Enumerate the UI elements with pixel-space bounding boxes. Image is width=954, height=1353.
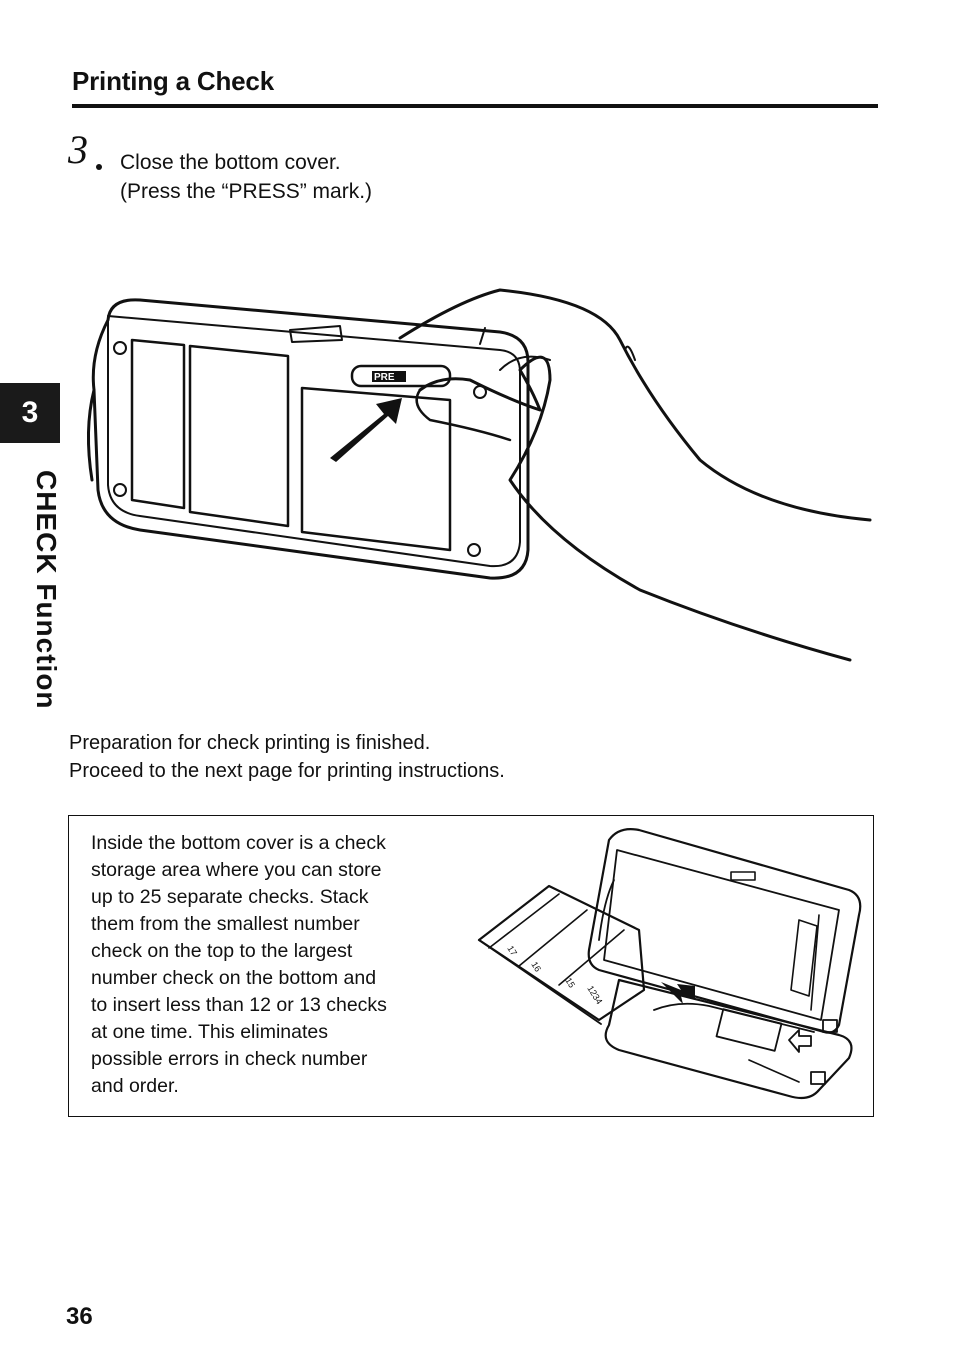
chapter-tab: 3 (0, 383, 60, 443)
note-line: up to 25 separate checks. Stack (91, 886, 369, 908)
chapter-number: 3 (21, 396, 39, 429)
section-title: Printing a Check (72, 66, 274, 96)
note-line: and order. (91, 1075, 179, 1097)
arrow-icon (330, 398, 402, 462)
storage-note-text: Inside the bottom cover is a check stora… (91, 830, 451, 1100)
step-instruction-line: (Press the “PRESS” mark.) (120, 180, 373, 203)
bottom-cover (300, 386, 452, 552)
body-text-line: Preparation for check printing is finish… (69, 732, 431, 754)
note-line: at one time. This eliminates (91, 1021, 328, 1043)
close-cover-illustration: PRE (86, 288, 872, 662)
check-number-label: 1234 (585, 984, 604, 1006)
device-body (91, 298, 530, 580)
step-number: 3 (68, 127, 88, 172)
note-line: them from the smallest number (91, 913, 360, 935)
note-line: Inside the bottom cover is a check (91, 832, 386, 854)
middle-panel (188, 344, 290, 528)
note-line: number check on the bottom and (91, 967, 377, 989)
screw-hole (113, 341, 127, 355)
body-text-line: Proceed to the next page for printing in… (69, 760, 505, 782)
press-mark (350, 364, 452, 388)
insert-arrow-icon (661, 982, 695, 1004)
note-line: possible errors in check number (91, 1048, 368, 1070)
screw-hole (113, 483, 127, 497)
check-storage-illustration: 17 16 15 1234 (477, 828, 862, 1100)
open-cover (587, 828, 862, 1034)
note-line: to insert less than 12 or 13 checks (91, 994, 387, 1016)
check-number-label: 17 (505, 944, 519, 958)
left-panel (130, 338, 186, 510)
note-line: storage area where you can store (91, 859, 382, 881)
press-label: PRE (374, 372, 395, 383)
hand (398, 288, 872, 522)
check-stack (477, 884, 646, 1022)
note-line: check on the top to the largest (91, 940, 353, 962)
screw-hole (467, 543, 481, 557)
chapter-label: CHECK Function (31, 470, 62, 710)
step-instruction-line: Close the bottom cover. (120, 151, 341, 174)
step-dot (96, 164, 102, 170)
check-number-label: 16 (529, 960, 543, 974)
check-number-label: 15 (563, 976, 577, 990)
device-base (604, 978, 853, 1100)
storage-note-box: Inside the bottom cover is a check stora… (68, 815, 874, 1117)
page-number: 36 (66, 1303, 93, 1330)
title-rule (72, 104, 878, 108)
